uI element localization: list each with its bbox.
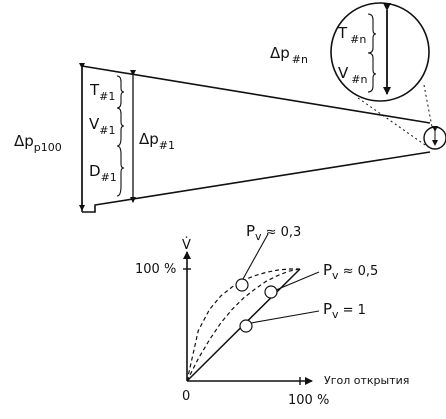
pressure-drop-diagram: Δpp100 Δp#1 T#1 V#1 D#1 xyxy=(14,2,446,213)
pipe-top-line xyxy=(81,65,431,124)
brace-tn xyxy=(367,13,377,54)
segment-vn-label: V#n xyxy=(338,64,367,86)
flow-characteristic-chart: V̇ 100 % 0 100 % Угол открытия Pv≈ 0,3 P… xyxy=(135,222,409,408)
leader-pv1 xyxy=(250,310,320,324)
magnifier-circle xyxy=(330,2,430,102)
x-tick-label: 100 % xyxy=(288,393,329,408)
brace-vn xyxy=(367,52,377,93)
leader-pv03 xyxy=(242,233,269,280)
segment-v1-label: V#1 xyxy=(89,115,115,137)
segment-tn-label: T#n xyxy=(337,24,366,46)
marker-pv03 xyxy=(235,278,249,292)
marker-pv1 xyxy=(239,319,253,333)
magnifier: T#n V#n xyxy=(330,2,430,102)
label-pv1: Pv= 1 xyxy=(323,300,366,321)
brace-v1 xyxy=(116,107,125,147)
segment-t1-label: T#1 xyxy=(89,81,115,103)
magnifier-drop-label: Δp#n xyxy=(270,44,308,66)
zoom-connector-bottom xyxy=(357,97,429,148)
inner-drop-label: Δp#1 xyxy=(139,130,175,152)
origin-label: 0 xyxy=(182,389,190,404)
label-pv05: Pv≈ 0,5 xyxy=(323,261,378,282)
total-drop-label: Δpp100 xyxy=(14,132,62,154)
total-drop-subscript: p100 xyxy=(34,141,62,154)
pipe-bottom-line xyxy=(82,151,431,213)
label-pv03: Pv≈ 0,3 xyxy=(246,222,301,243)
y-axis-label: V̇ xyxy=(182,238,191,253)
total-drop-symbol: Δp xyxy=(14,132,34,150)
segment-d1-label: D#1 xyxy=(89,162,117,184)
inner-drop-symbol: Δp xyxy=(139,130,159,148)
y-tick-label: 100 % xyxy=(135,262,176,277)
zoom-connector-top xyxy=(423,84,433,128)
inner-drop-subscript: #1 xyxy=(159,139,175,152)
marker-pv05 xyxy=(264,285,278,299)
x-axis-label: Угол открытия xyxy=(324,374,409,387)
curve-pv05 xyxy=(186,268,301,382)
brace-t1 xyxy=(116,75,125,109)
brace-d1 xyxy=(116,145,125,197)
leader-pv05 xyxy=(275,271,320,291)
